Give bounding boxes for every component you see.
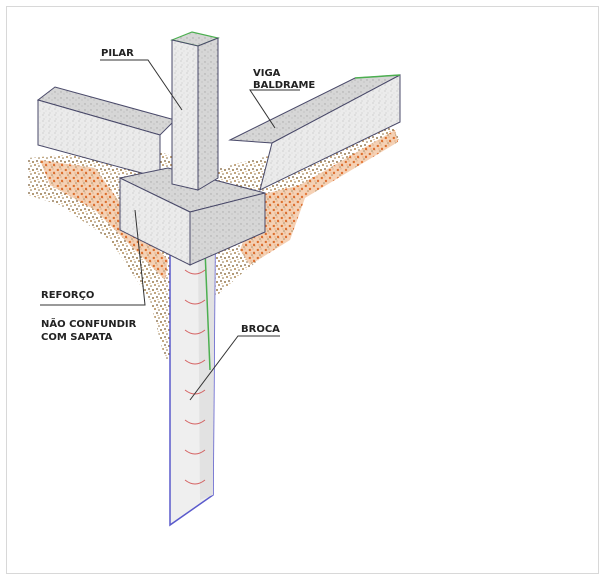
viga-baldrame-right: [228, 74, 401, 191]
viga-leader: [249, 89, 300, 129]
reforco-label: REFORÇO: [41, 290, 94, 301]
leader-lines: [40, 59, 300, 401]
note-label-line2: COM SAPATA: [41, 332, 113, 343]
pilar-leader: [100, 59, 183, 111]
broca-pile: [169, 239, 216, 527]
viga-label-line2: BALDRAME: [253, 80, 315, 91]
broca-label: BROCA: [241, 324, 280, 335]
pilar-column: [169, 31, 221, 191]
pilar-label: PILAR: [101, 48, 134, 59]
viga-label-line1: VIGA: [253, 68, 281, 79]
reforco-leader: [40, 209, 146, 306]
note-label-line1: NÃO CONFUNDIR: [41, 317, 137, 330]
broca-leader: [189, 335, 280, 401]
reforco-block: [118, 167, 266, 266]
